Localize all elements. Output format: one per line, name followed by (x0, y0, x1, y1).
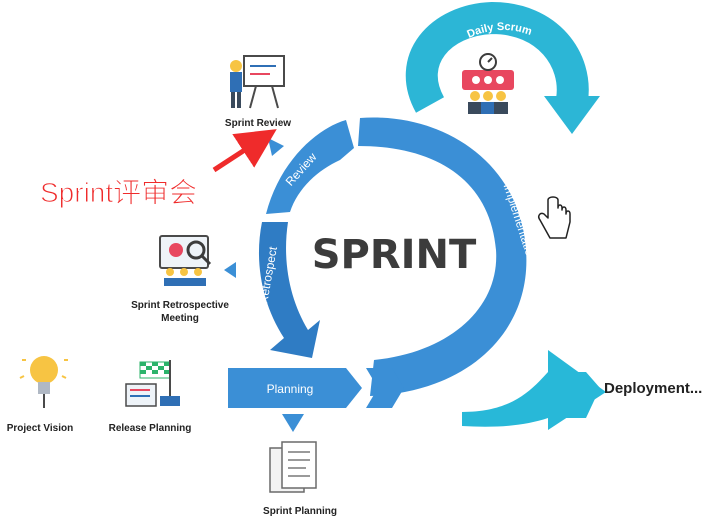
finish-flag-icon (125, 360, 180, 407)
retro-output-pointer (224, 262, 236, 278)
annotation-label: Sprint评审会 (40, 177, 197, 208)
sprint-ring: Review Retrospect Implementation Plannin… (228, 117, 539, 408)
annotation-arrow (212, 129, 277, 173)
sprint-title: SPRINT (312, 232, 477, 278)
planning-join (366, 368, 404, 408)
review-segment (266, 120, 354, 214)
retrospect-segment (258, 222, 320, 358)
team-retrospective-icon (159, 235, 212, 286)
daily-scrum-arrowhead (544, 96, 600, 134)
retrospective-label-line2: Meeting (161, 313, 199, 324)
planning-label: Planning (267, 382, 314, 396)
team-meeting-icon (462, 53, 514, 114)
sprint-review-label: Sprint Review (225, 118, 291, 129)
release-planning-label: Release Planning (109, 423, 192, 434)
deployment-arrow (462, 350, 606, 430)
planning-output-pointer (282, 414, 304, 432)
retrospective-label-line1: Sprint Retrospective (131, 300, 229, 311)
document-scroll-icon (269, 441, 317, 493)
deployment-arrowhead (548, 350, 606, 430)
deployment-label: Deployment... (604, 380, 702, 397)
daily-scrum-loop: Daily Scrum (405, 1, 600, 134)
easel-presenter-icon (230, 55, 285, 109)
project-vision-label: Project Vision (7, 423, 74, 434)
review-output-pointer (268, 138, 284, 156)
lightbulb-icon (19, 356, 68, 408)
planning-segment (228, 368, 362, 408)
sprint-planning-label: Sprint Planning (263, 506, 337, 517)
hand-cursor-icon (538, 196, 571, 239)
daily-scrum-arc (405, 1, 589, 113)
implementation-segment (358, 117, 527, 396)
